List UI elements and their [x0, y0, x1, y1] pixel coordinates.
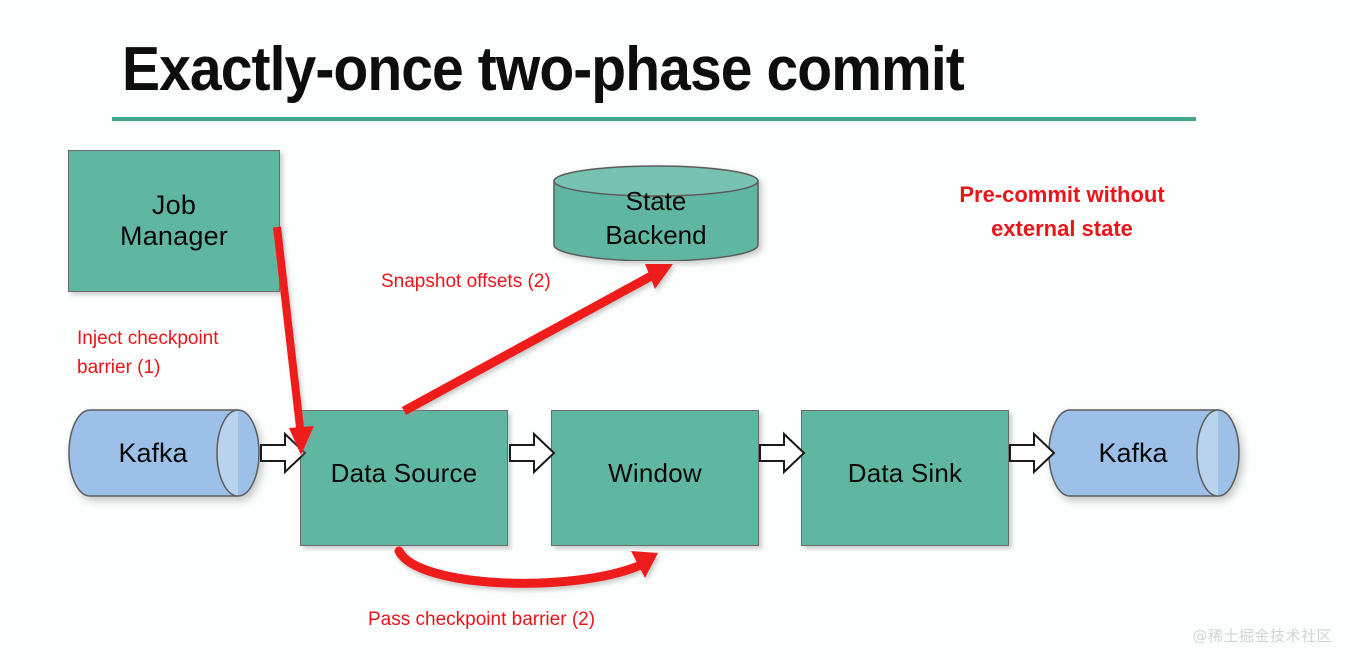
- title-underline-rule: [112, 117, 1196, 121]
- annotation-snapshot-offsets: Snapshot offsets (2): [381, 271, 551, 292]
- node-data-source[interactable]: Data Source: [300, 410, 508, 546]
- node-window[interactable]: Window: [551, 410, 759, 546]
- node-data-sink[interactable]: Data Sink: [801, 410, 1009, 546]
- flow-arrow-data-source-to-window-icon: [508, 431, 556, 475]
- node-kafka-source[interactable]: Kafka: [68, 409, 260, 497]
- red-arrow-data-source-to-window-icon: [394, 546, 658, 588]
- annotation-pass-barrier: Pass checkpoint barrier (2): [368, 609, 596, 630]
- page-title: Exactly-once two-phase commit: [122, 35, 965, 104]
- watermark: @稀土掘金技术社区: [1192, 627, 1332, 645]
- node-kafka-sink[interactable]: Kafka: [1048, 409, 1240, 497]
- node-data-source-label: Data Source: [330, 458, 478, 488]
- node-window-label: Window: [608, 458, 702, 488]
- annotation-pre-commit: Pre-commit without external state: [959, 182, 1165, 242]
- node-data-sink-label: Data Sink: [847, 458, 963, 488]
- annotation-inject-barrier: Inject checkpoint barrier (1): [77, 328, 219, 378]
- flow-arrow-kafka-to-data-source-icon: [259, 431, 307, 475]
- flow-arrow-data-sink-to-kafka-icon: [1008, 431, 1056, 475]
- node-job-manager[interactable]: Job Manager: [68, 150, 280, 292]
- node-job-manager-label: Job Manager: [120, 189, 228, 251]
- flow-arrow-window-to-data-sink-icon: [758, 431, 806, 475]
- node-state-backend[interactable]: State Backend: [553, 165, 759, 261]
